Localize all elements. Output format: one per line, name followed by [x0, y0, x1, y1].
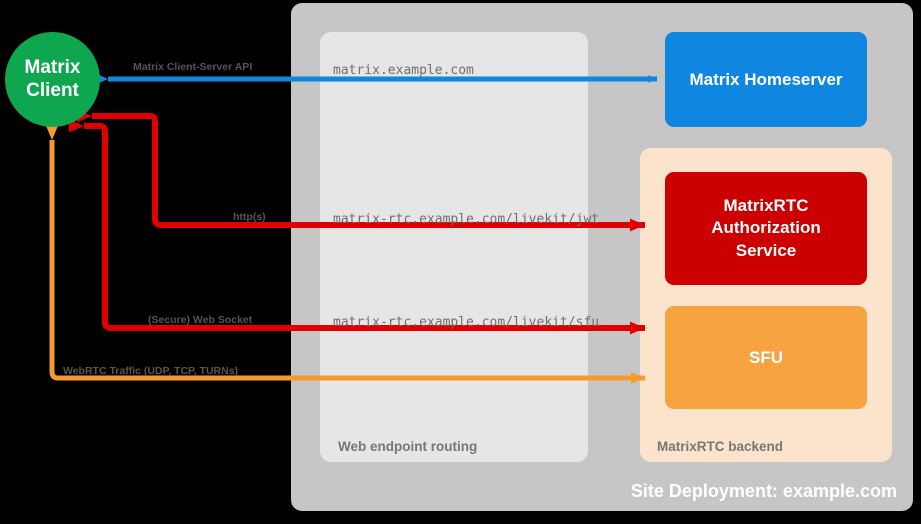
endpoint-url-livekit-sfu: matrix-rtc.example.com/livekit/sfu	[333, 315, 600, 330]
edge-jwt-auth	[77, 109, 645, 232]
endpoint-url-matrix: matrix.example.com	[333, 63, 474, 78]
endpoint-url-livekit-jwt: matrix-rtc.example.com/livekit/jwt	[333, 212, 600, 227]
edge-label-client-server-api: Matrix Client-Server API	[133, 61, 253, 73]
edge-label-jwt-auth: http(s)	[233, 211, 266, 223]
group-caption-web-endpoint-routing: Web endpoint routing	[338, 439, 478, 454]
group-caption-site-deployment: Site Deployment: example.com	[630, 481, 897, 501]
edge-label-webrtc-traffic: WebRTC Traffic (UDP, TCP, TURNs)	[63, 365, 239, 377]
edge-webrtc-traffic	[46, 126, 645, 384]
group-caption-matrixrtc-backend: MatrixRTC backend	[657, 439, 784, 454]
edge-label-sfu-websocket: (Secure) Web Socket	[148, 314, 253, 326]
